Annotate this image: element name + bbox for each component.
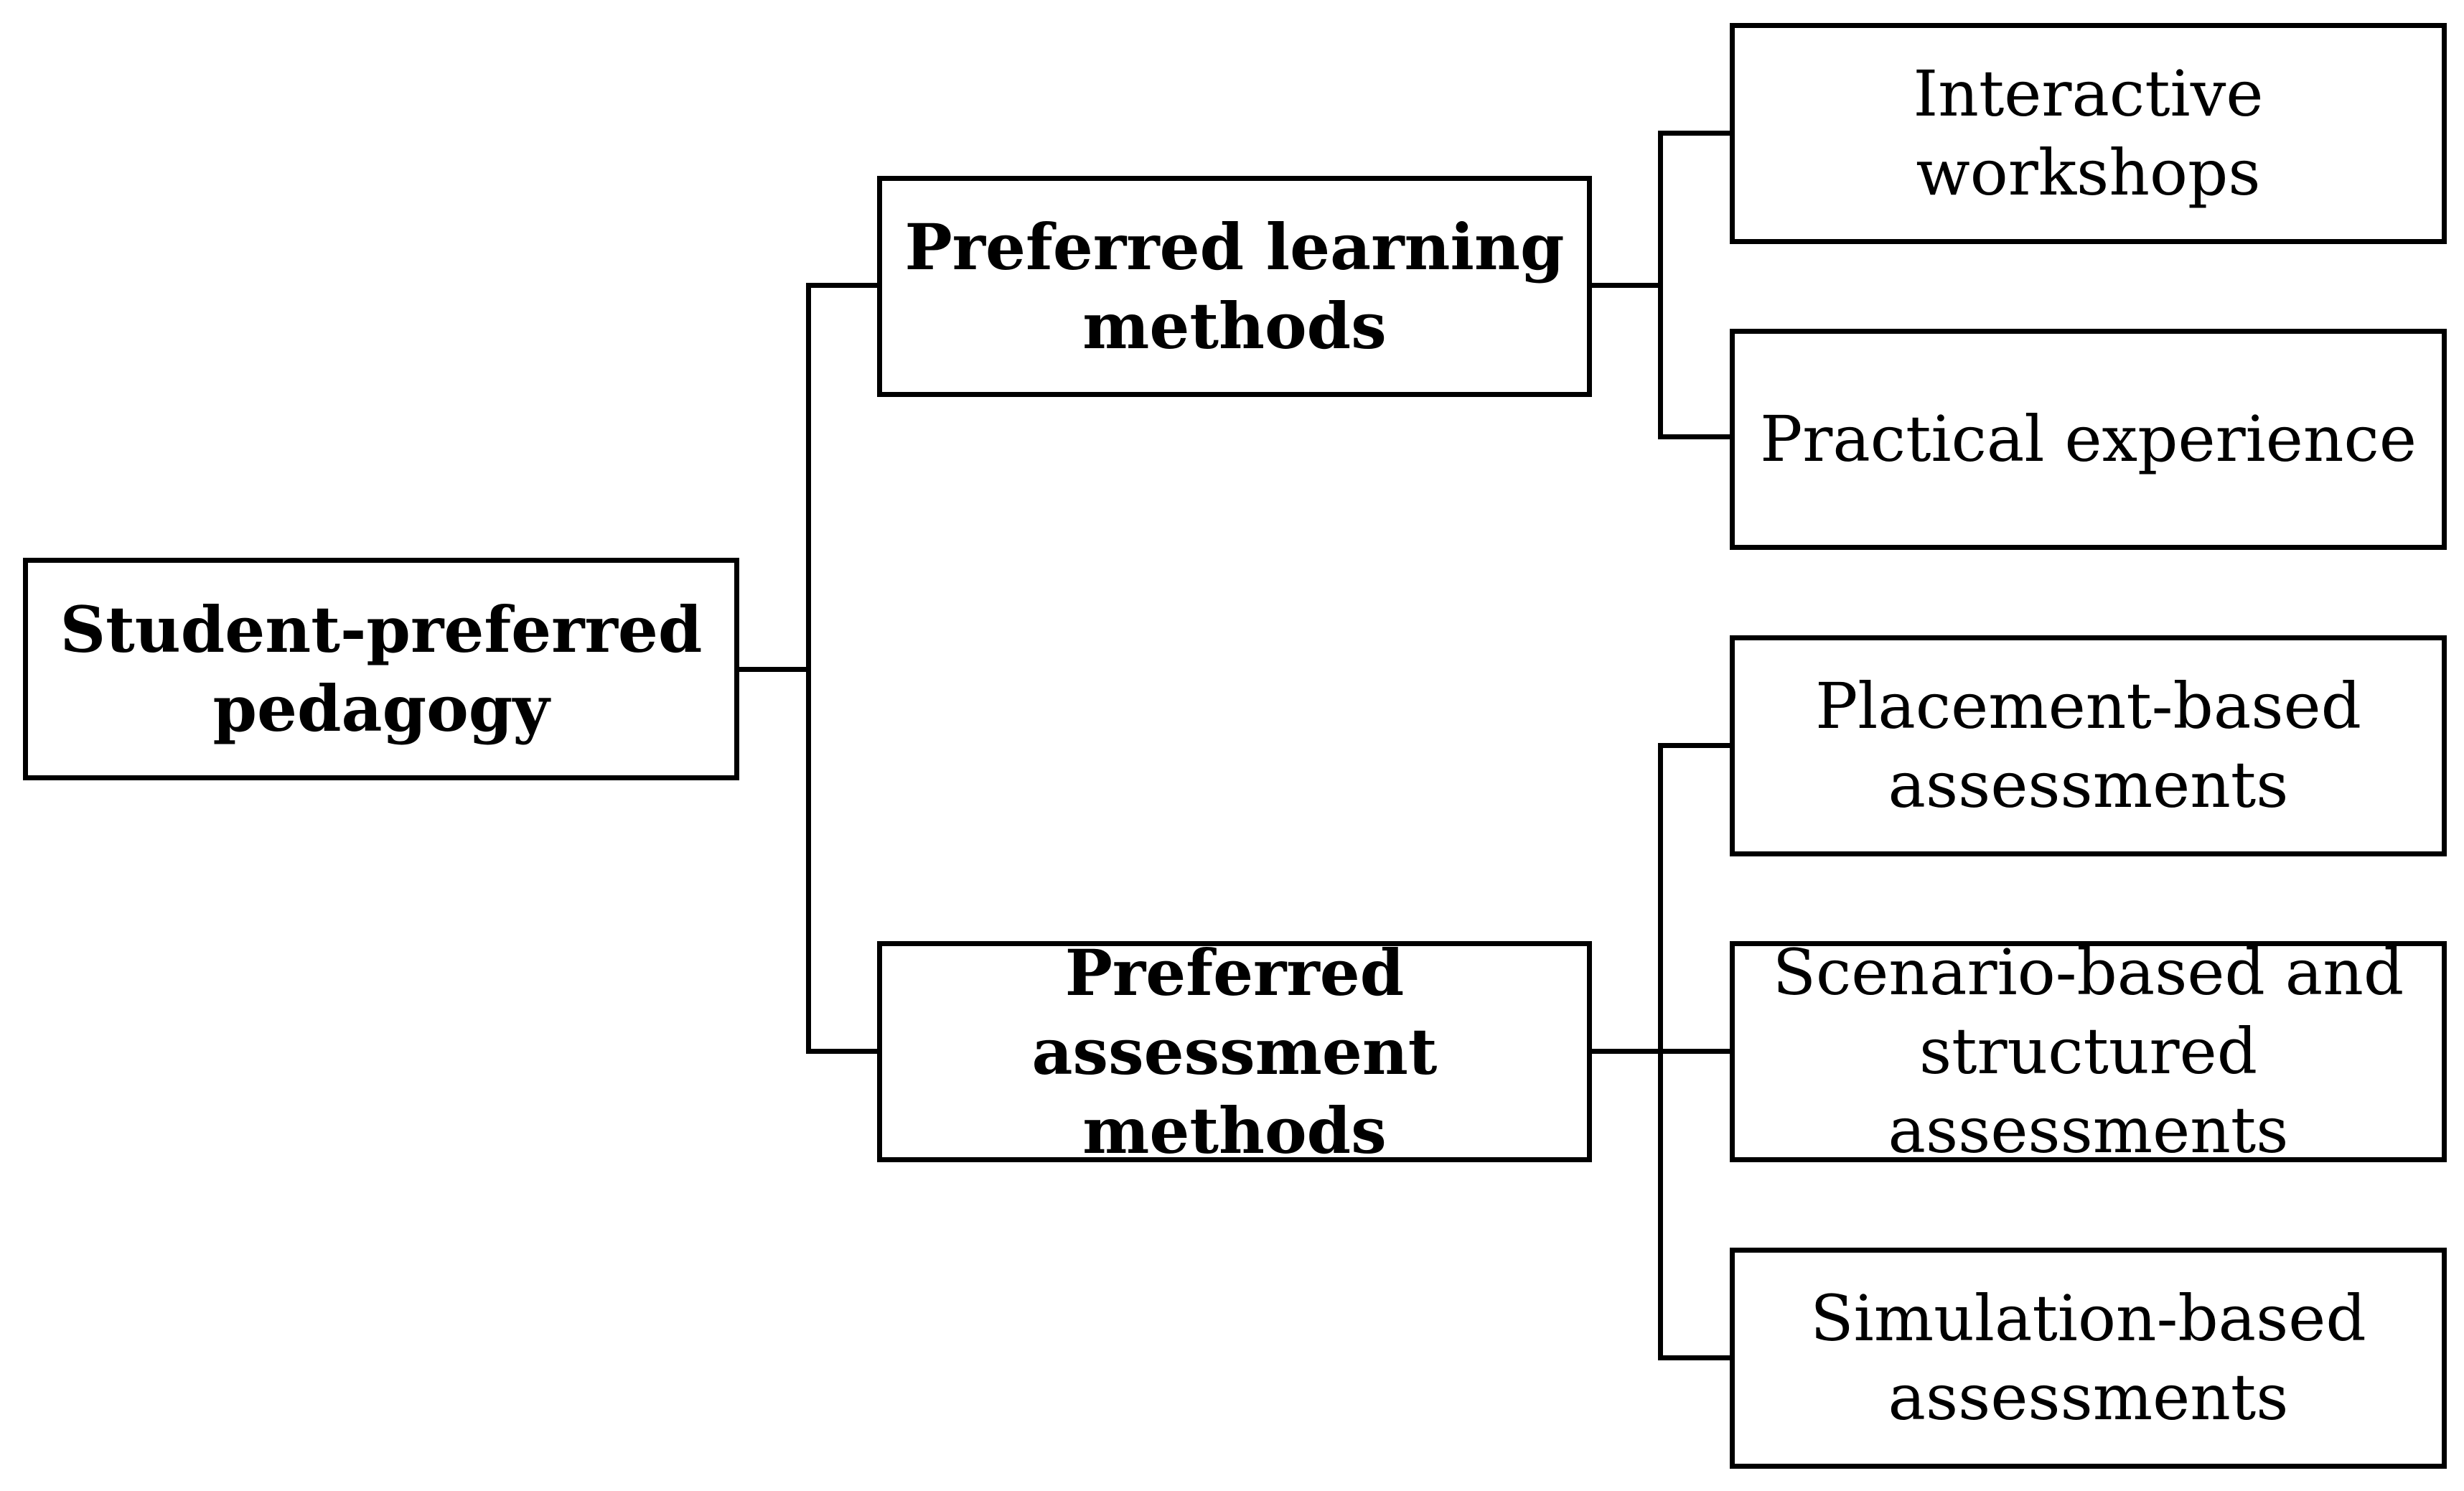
node-scenario-based-structured-assessments: Scenario-based and structured assessment… xyxy=(1730,935,2447,1167)
connector-root-trunk xyxy=(806,283,811,1054)
node-simulation-based-assessments-label: Simulation-based assessments xyxy=(1810,1281,2366,1434)
node-preferred-learning-methods-label: Preferred learning methods xyxy=(904,210,1565,363)
node-simulation-based-assessments: Simulation-based assessments xyxy=(1730,1248,2447,1469)
connector-to-assessment xyxy=(806,1049,878,1054)
connector-to-learning xyxy=(806,283,878,288)
root-node-label: Student-preferred pedagogy xyxy=(60,592,703,746)
node-preferred-learning-methods: Preferred learning methods xyxy=(877,176,1592,397)
node-interactive-workshops: Interactive workshops xyxy=(1730,23,2447,244)
connector-learning-trunk xyxy=(1658,131,1663,439)
connector-learning-stub xyxy=(1588,283,1663,288)
connector-to-simulation xyxy=(1658,1355,1732,1360)
connector-root-stub xyxy=(736,667,811,672)
node-practical-experience: Practical experience xyxy=(1730,329,2447,550)
node-interactive-workshops-label: Interactive workshops xyxy=(1913,57,2264,210)
node-practical-experience-label: Practical experience xyxy=(1760,402,2417,476)
node-scenario-based-structured-assessments-label: Scenario-based and structured assessment… xyxy=(1772,935,2404,1167)
node-preferred-assessment-methods-label: Preferred assessment methods xyxy=(1031,935,1438,1168)
node-placement-based-assessments: Placement-based assessments xyxy=(1730,635,2447,856)
node-preferred-assessment-methods: Preferred assessment methods xyxy=(877,935,1592,1168)
root-node: Student-preferred pedagogy xyxy=(23,558,739,780)
connector-to-workshops xyxy=(1658,131,1732,136)
connector-to-placement xyxy=(1658,743,1732,748)
node-placement-based-assessments-label: Placement-based assessments xyxy=(1815,669,2361,822)
connector-assessment-trunk xyxy=(1658,743,1663,1360)
connector-to-practical xyxy=(1658,434,1732,439)
